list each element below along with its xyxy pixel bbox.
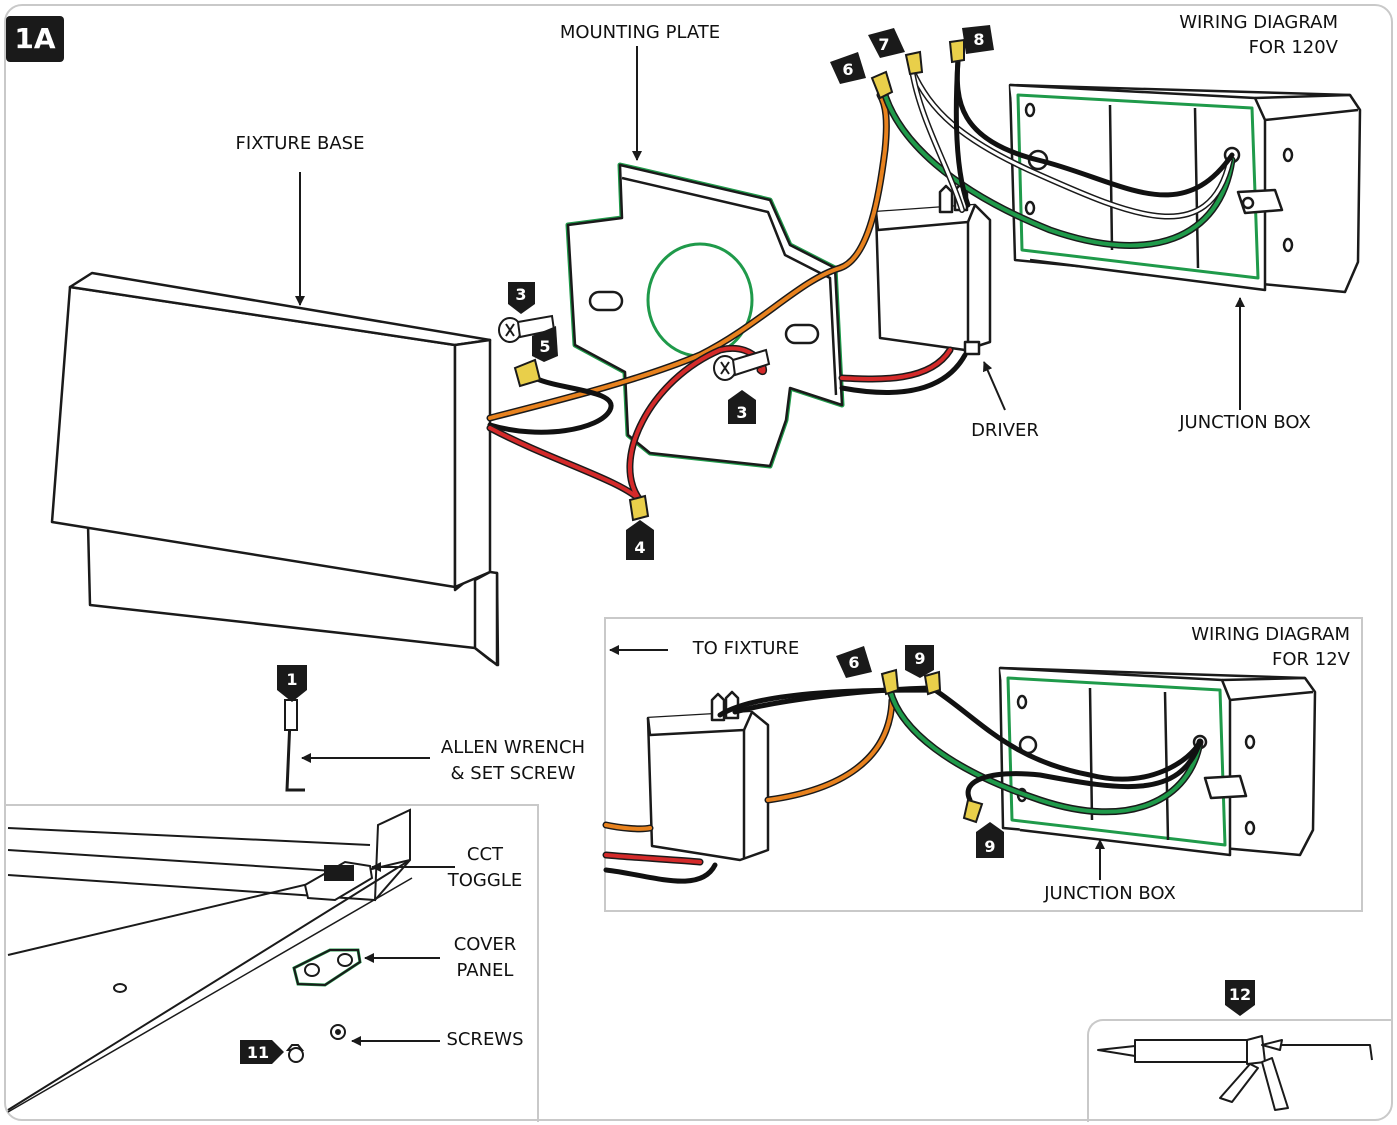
step-number: 8 xyxy=(973,30,984,49)
step-badge: 11 xyxy=(240,1040,284,1064)
step-badge: 4 xyxy=(626,520,654,560)
inset-cct-frame xyxy=(6,804,539,1122)
allen-wrench xyxy=(284,699,305,792)
step-number: 3 xyxy=(736,403,747,422)
label-wiring-120v-line2: FOR 120V xyxy=(1248,37,1338,58)
step-number: 11 xyxy=(247,1043,269,1062)
label-wiring-120v-line1: WIRING DIAGRAM xyxy=(1179,12,1338,33)
driver-12v xyxy=(646,690,770,862)
step-number: 6 xyxy=(848,653,859,672)
screw-parts xyxy=(498,314,771,381)
label-wiring-12v-line2: FOR 12V xyxy=(1272,649,1350,670)
label-mounting-plate: MOUNTING PLATE xyxy=(559,22,721,43)
label-junction-box-12v: JUNCTION BOX xyxy=(1044,883,1176,904)
label-to-fixture: TO FIXTURE xyxy=(692,638,800,659)
driver-120v xyxy=(874,182,992,356)
label-allen-wrench-line2: & SET SCREW xyxy=(450,763,576,784)
step-number: 4 xyxy=(634,538,645,557)
step-badge: 6 xyxy=(830,52,866,84)
step-badge: 3 xyxy=(728,390,756,424)
caulk-gun xyxy=(1097,1035,1373,1111)
label-cover-panel-line2: PANEL xyxy=(456,960,514,981)
step-badge: 6 xyxy=(836,646,872,678)
label-cover-panel-line1: COVER xyxy=(453,934,517,955)
fixture-base xyxy=(50,271,500,667)
step-number: 12 xyxy=(1229,985,1251,1004)
step-badge: 7 xyxy=(868,28,905,58)
label-junction-box: JUNCTION BOX xyxy=(1179,412,1311,433)
wire-connectors-12v xyxy=(880,668,984,824)
label-cct-toggle-line2: TOGGLE xyxy=(447,870,523,891)
step-number: 3 xyxy=(515,285,526,304)
step-badge: 9 xyxy=(976,822,1004,858)
label-screws: SCREWS xyxy=(446,1029,524,1050)
inset-caulk-frame xyxy=(1087,1019,1393,1122)
label-driver: DRIVER xyxy=(971,420,1039,441)
step-badge: 3 xyxy=(508,282,535,314)
step-badge: 9 xyxy=(905,645,934,678)
step-badge: 12 xyxy=(1225,980,1255,1016)
label-arrows xyxy=(295,46,1245,1046)
figure-id: 1A xyxy=(14,22,56,55)
step-number: 5 xyxy=(539,337,550,356)
wire-connectors-120v xyxy=(513,38,965,522)
step-badge: 1 xyxy=(277,665,307,702)
step-number: 9 xyxy=(984,837,995,856)
label-wiring-12v-line1: WIRING DIAGRAM xyxy=(1191,624,1350,645)
label-fixture-base: FIXTURE BASE xyxy=(235,133,365,154)
wires-12v xyxy=(602,685,1204,884)
cct-inset-drawing xyxy=(7,808,413,1113)
junction-box-120v xyxy=(1008,83,1362,294)
label-cct-toggle-line1: CCT xyxy=(466,844,504,865)
mounting-plate xyxy=(565,162,845,469)
step-number: 6 xyxy=(842,60,853,79)
step-badge: 8 xyxy=(962,25,994,54)
outer-frame xyxy=(4,4,1393,1121)
step-badges: 1 3 5 3 4 6 7 xyxy=(240,25,1255,1064)
step-number: 9 xyxy=(914,649,925,668)
step-number: 7 xyxy=(878,35,889,54)
label-allen-wrench-line1: ALLEN WRENCH xyxy=(440,737,586,758)
step-number: 1 xyxy=(286,670,297,689)
figure-id-tab: 1A xyxy=(6,16,64,62)
wires-120v xyxy=(486,57,1236,503)
step-badge: 5 xyxy=(532,326,558,362)
inset-12v-frame xyxy=(604,617,1363,912)
